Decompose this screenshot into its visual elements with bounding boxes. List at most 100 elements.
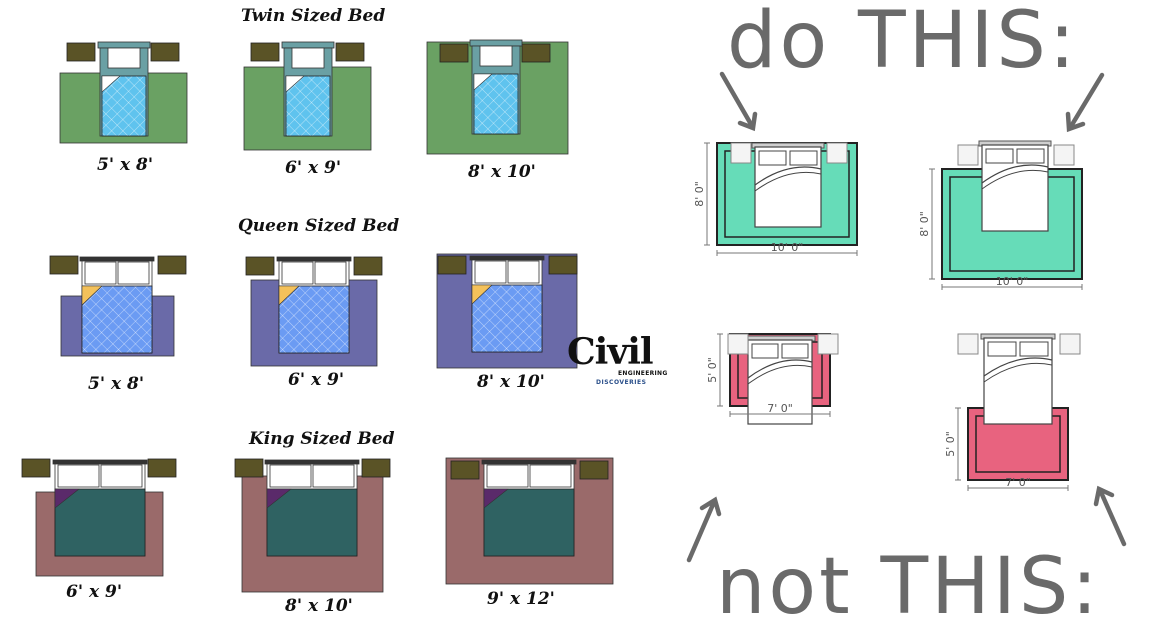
blanket xyxy=(266,488,358,557)
size-label: 9' x 12' xyxy=(487,589,555,609)
pillow xyxy=(291,47,325,69)
sheet-fold xyxy=(754,166,822,186)
nightstand xyxy=(21,458,51,478)
not-example-1: 5' 0"7' 0" xyxy=(700,330,860,444)
pillow xyxy=(100,464,143,488)
nightstand xyxy=(66,42,96,62)
pillow xyxy=(781,343,809,359)
blanket xyxy=(81,285,153,354)
pillow xyxy=(758,150,787,166)
dimension-vertical-label: 8' 0" xyxy=(920,211,931,237)
pillow xyxy=(314,261,347,285)
nightstand xyxy=(450,460,480,480)
nightstand xyxy=(826,142,848,164)
sheet-fold xyxy=(754,171,822,192)
pillow xyxy=(486,464,529,488)
twin-diagram-3 xyxy=(420,38,575,167)
twin-diagram-2 xyxy=(238,40,378,159)
nightstand xyxy=(335,42,365,62)
pillow xyxy=(84,261,117,285)
do-example-1: 8' 0" 10' 0" xyxy=(693,135,870,269)
sheet-fold xyxy=(747,359,813,379)
size-label: 8' x 10' xyxy=(468,162,536,182)
pillow xyxy=(281,261,314,285)
pillow xyxy=(107,47,141,69)
nightstand xyxy=(1053,144,1075,166)
dimension-vertical-label: 8' 0" xyxy=(695,181,706,207)
queen-diagram-1 xyxy=(45,253,195,372)
dimension-horizontal-label: 10' 0" xyxy=(771,241,804,254)
blanket-fold xyxy=(483,488,509,509)
dimension-horizontal-label: 7' 0" xyxy=(1005,476,1031,489)
blanket xyxy=(101,75,147,137)
blanket xyxy=(54,488,146,557)
twin-diagram-1 xyxy=(55,40,195,154)
not-this-label: not THIS: xyxy=(716,542,1101,632)
logo-subtitle: ENGINEERING xyxy=(618,370,668,377)
arrow-icon xyxy=(686,496,722,563)
do-example-2: 8' 0"10' 0" xyxy=(918,135,1095,294)
nightstand xyxy=(548,255,578,275)
sheet-fold xyxy=(983,362,1053,383)
nightstand xyxy=(361,458,391,478)
nightstand xyxy=(817,333,839,355)
pillow xyxy=(529,464,572,488)
nightstand xyxy=(1059,333,1081,355)
dimension-vertical-label: 5' 0" xyxy=(706,357,719,383)
section-title-twin: Twin Sized Bed xyxy=(241,6,386,26)
nightstand xyxy=(957,144,979,166)
blanket-fold xyxy=(278,285,300,306)
pillow xyxy=(117,261,150,285)
nightstand xyxy=(245,256,275,276)
blanket-fold xyxy=(54,488,80,509)
pillow xyxy=(1019,341,1049,357)
size-label: 5' x 8' xyxy=(97,155,154,175)
king-diagram-3 xyxy=(444,456,619,590)
blanket xyxy=(285,75,331,137)
blanket xyxy=(473,73,519,135)
size-label: 6' x 9' xyxy=(66,582,123,602)
pillow xyxy=(269,464,312,488)
sheet-fold xyxy=(981,164,1049,184)
pillow xyxy=(57,464,100,488)
nightstand xyxy=(439,43,469,63)
blanket-fold xyxy=(285,75,305,93)
nightstand xyxy=(49,255,79,275)
nightstand xyxy=(150,42,180,62)
not-example-2: 5' 0" 7' 0" xyxy=(930,330,1090,499)
blanket-fold xyxy=(266,488,292,509)
nightstand xyxy=(353,256,383,276)
nightstand xyxy=(579,460,609,480)
dimension-vertical-label: 5' 0" xyxy=(944,431,957,457)
nightstand xyxy=(727,333,749,355)
nightstand xyxy=(730,142,752,164)
pillow xyxy=(1016,148,1045,164)
nightstand xyxy=(250,42,280,62)
pillow xyxy=(312,464,355,488)
queen-diagram-2 xyxy=(243,253,388,372)
king-diagram-2 xyxy=(232,456,397,600)
nightstand xyxy=(157,255,187,275)
pillow xyxy=(985,148,1014,164)
nightstand xyxy=(957,333,979,355)
queen-diagram-3 xyxy=(433,252,583,376)
blanket-fold xyxy=(471,284,493,305)
sheet-fold xyxy=(983,357,1053,377)
size-label: 6' x 9' xyxy=(288,370,345,390)
nightstand xyxy=(147,458,177,478)
arrow-icon xyxy=(1093,485,1127,547)
blanket xyxy=(278,285,350,354)
nightstand xyxy=(234,458,264,478)
do-this-label: do THIS: xyxy=(727,0,1079,86)
pillow xyxy=(987,341,1017,357)
king-diagram-1 xyxy=(20,456,180,585)
logo-text: Civil xyxy=(567,331,654,373)
sheet-fold xyxy=(981,169,1049,190)
nightstand xyxy=(437,255,467,275)
sheet-fold xyxy=(747,364,813,385)
blanket-fold xyxy=(101,75,121,93)
blanket-fold xyxy=(81,285,103,306)
section-title-king: King Sized Bed xyxy=(249,429,395,449)
arrow-icon xyxy=(719,71,758,132)
size-label: 8' x 10' xyxy=(477,372,545,392)
